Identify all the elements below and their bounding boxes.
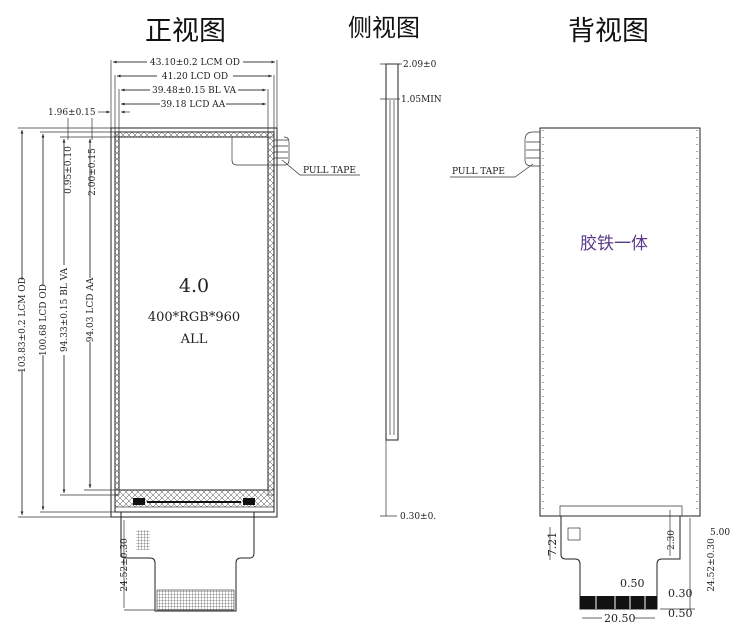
dim-lcd-od-height: 100.68 LCD OD — [39, 284, 49, 356]
side-view-title: 侧视图 — [348, 14, 420, 42]
back-dim-5: 5.00 — [710, 528, 730, 538]
dim-lcd-od-width: 41.20 LCD OD — [162, 72, 228, 82]
dim-top-offset-1: 0.95±0.10 — [64, 146, 74, 194]
dim-bl-va-width: 39.48±0.15 BL VA — [152, 86, 237, 96]
front-pull-tape-label: PULL TAPE — [303, 166, 356, 176]
side-min: 1.05MIN — [401, 95, 442, 105]
back-dim-2-30: 2.30 — [667, 530, 677, 550]
back-pull-tape-label: PULL TAPE — [452, 167, 505, 177]
panel-view: ALL — [180, 332, 208, 347]
panel-resolution: 400*RGB*960 — [148, 310, 240, 325]
dim-fpc-length: 24.52±0.30 — [120, 538, 130, 592]
side-view: 2.09±0 1.05MIN 0.30±0. — [380, 60, 442, 522]
dim-lcd-aa-width: 39.18 LCD AA — [161, 100, 226, 110]
dim-lcm-od-width: 43.10±0.2 LCM OD — [150, 58, 240, 68]
dim-top-offset-2: 2.00±0.15 — [88, 148, 98, 196]
back-view: PULL TAPE 胶铁一体 5.00 7.21 2.30 24.52±0.30… — [450, 127, 730, 625]
panel-size: 4.0 — [179, 275, 209, 297]
front-view-title: 正视图 — [145, 16, 226, 47]
dim-bl-va-height: 94.33±0.15 BL VA — [60, 267, 70, 352]
dim-lcd-aa-height: 94.03 LCD AA — [86, 277, 96, 342]
side-thickness: 2.09±0 — [403, 60, 437, 70]
back-dim-24-52: 24.52±0.30 — [707, 538, 717, 592]
back-dim-7-21: 7.21 — [546, 532, 559, 557]
back-view-title: 背视图 — [568, 16, 649, 47]
back-dim-0-50a: 0.50 — [620, 577, 645, 590]
dim-lcm-od-height: 103.83±0.2 LCM OD — [18, 277, 28, 373]
side-bottom: 0.30±0. — [400, 512, 436, 522]
front-view: PULL TAPE 4.0 400*RGB*960 ALL 43.10±0.2 … — [17, 55, 360, 612]
back-dim-20-50: 20.50 — [604, 612, 636, 625]
back-dim-0-30: 0.30 — [668, 587, 693, 600]
back-dim-0-50b: 0.50 — [668, 607, 693, 620]
back-note: 胶铁一体 — [580, 234, 648, 254]
dim-offset: 1.96±0.15 — [48, 108, 96, 118]
